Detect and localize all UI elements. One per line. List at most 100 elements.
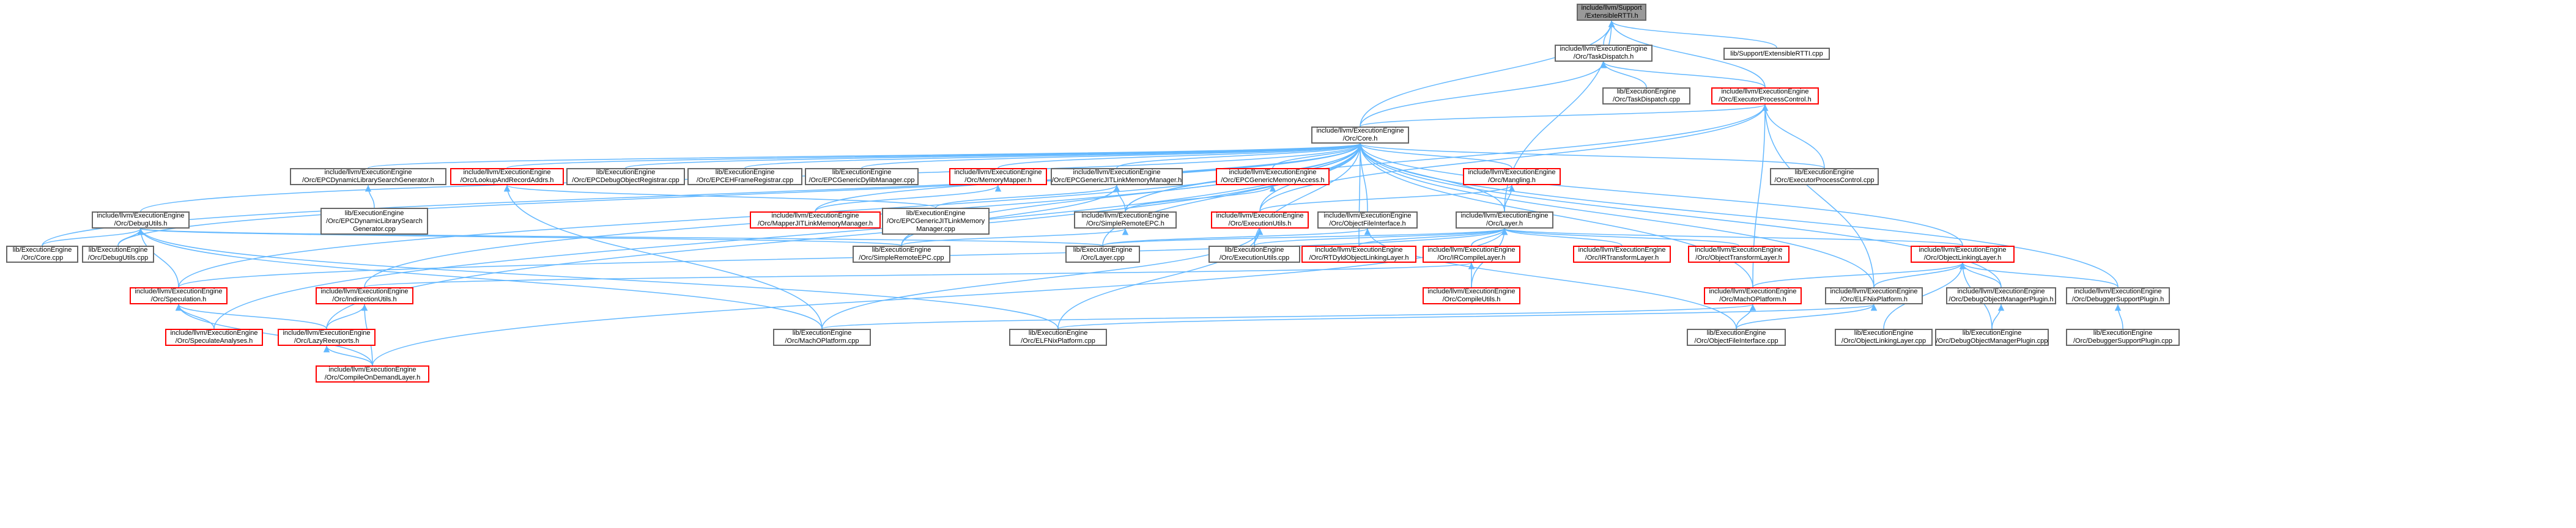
node-label-line: /Orc/MachOPlatform.h [1719,296,1786,303]
node-debugobjreg-cpp[interactable]: lib/ExecutionEngine/Orc/EPCDebugObjectRe… [566,168,685,185]
node-indirection-h[interactable]: include/llvm/ExecutionEngine/Orc/Indirec… [316,287,413,304]
edge-layer-cpp-to-layer-h [1102,228,1508,246]
node-genmemaccess-h[interactable]: include/llvm/ExecutionEngine/Orc/EPCGene… [1216,168,1330,185]
node-label-line: lib/ExecutionEngine [1073,246,1133,254]
node-label-line: include/llvm/ExecutionEngine [1323,212,1412,219]
node-label-line: /Orc/TaskDispatch.cpp [1612,96,1681,103]
node-label-line: lib/ExecutionEngine [1224,246,1284,254]
edge-layer-cpp-to-objfileiface-h [1102,228,1371,246]
node-irtransform-h[interactable]: include/llvm/ExecutionEngine/Orc/IRTrans… [1573,246,1671,263]
node-speculation-h[interactable]: include/llvm/ExecutionEngine/Orc/Specula… [130,287,228,304]
node-memmapper-h[interactable]: include/llvm/ExecutionEngine/Orc/MemoryM… [949,168,1047,185]
node-label-line: /Orc/Layer.cpp [1081,254,1125,262]
node-debugobjmgr-h[interactable]: include/llvm/ExecutionEngine/Orc/DebugOb… [1946,287,2056,304]
node-label-line: /Orc/EPCDynamicLibrarySearch [326,217,423,225]
edge-core-h-to-epc-h [1360,104,1768,127]
node-label-line: lib/ExecutionEngine [1854,329,1914,337]
node-simpleremote-cpp[interactable]: lib/ExecutionEngine/Orc/SimpleRemoteEPC.… [853,246,950,263]
node-dylibmgr-cpp[interactable]: lib/ExecutionEngine/Orc/EPCGenericDylibM… [805,168,919,185]
node-label-line: include/llvm/ExecutionEngine [320,288,409,295]
node-epc-h[interactable]: include/llvm/ExecutionEngine/Orc/Executo… [1711,87,1819,105]
node-label-line: include/llvm/ExecutionEngine [1081,212,1169,219]
node-taskdispatch-h[interactable]: include/llvm/ExecutionEngine/Orc/TaskDis… [1555,45,1653,62]
node-label-line: /Orc/ExecutorProcessControl.h [1719,96,1812,103]
edge-dylibsearch-h-to-core-h [368,143,1363,169]
node-label-line: include/llvm/ExecutionEngine [1315,246,1403,254]
node-ircompile-h[interactable]: include/llvm/ExecutionEngine/Orc/IRCompi… [1423,246,1520,263]
node-speculative-h[interactable]: include/llvm/ExecutionEngine/Orc/Specula… [165,329,263,346]
edge-dylibmgr-cpp-to-core-h [861,143,1363,169]
node-objtransform-h[interactable]: include/llvm/ExecutionEngine/Orc/ObjectT… [1688,246,1790,263]
node-debugobjmgr-cpp[interactable]: lib/ExecutionEngine/Orc/DebugObjectManag… [1935,329,2049,346]
node-label-line: /Orc/EPCDynamicLibrarySearchGenerator.h [302,177,434,184]
node-label-line: lib/ExecutionEngine [906,209,966,217]
node-debuggersupport-h[interactable]: include/llvm/ExecutionEngine/Orc/Debugge… [2066,287,2170,304]
node-executils-cpp[interactable]: lib/ExecutionEngine/Orc/ExecutionUtils.c… [1208,246,1300,263]
node-taskdispatch-cpp[interactable]: lib/ExecutionEngine/Orc/TaskDispatch.cpp [1602,87,1690,105]
edge-elfnix-h-to-core-h [1356,143,1875,288]
edge-speculation-h-to-debugutils-h [137,228,179,288]
node-mangling-h[interactable]: include/llvm/ExecutionEngine/Orc/Manglin… [1463,168,1561,185]
node-label-line: /Orc/ExecutionUtils.h [1228,220,1292,227]
node-label-line: include/llvm/ExecutionEngine [328,366,416,373]
node-macho-cpp[interactable]: lib/ExecutionEngine/Orc/MachOPlatform.cp… [773,329,871,346]
node-compileondemand-h[interactable]: include/llvm/ExecutionEngine/Orc/Compile… [316,365,429,383]
node-lazyreexports-h[interactable]: include/llvm/ExecutionEngine/Orc/LazyRee… [278,329,376,346]
node-executils-h[interactable]: include/llvm/ExecutionEngine/Orc/Executi… [1211,211,1309,229]
node-ehframe-cpp[interactable]: lib/ExecutionEngine/Orc/EPCEHFrameRegist… [687,168,802,185]
node-dylibsearch-h[interactable]: include/llvm/ExecutionEngine/Orc/EPCDyna… [290,168,446,185]
node-debuggersupport-cpp[interactable]: lib/ExecutionEngine/Orc/DebuggerSupportP… [2066,329,2180,346]
node-label-line: /Orc/IRTransformLayer.h [1585,254,1659,262]
node-jitlinkmm-cpp[interactable]: lib/ExecutionEngine/Orc/EPCGenericJITLin… [882,208,990,235]
edge-taskdispatch-h-to-root [1603,20,1615,45]
edge-macho-cpp-to-lookupaddr-h [503,185,823,329]
node-layer-h[interactable]: include/llvm/ExecutionEngine/Orc/Layer.h [1456,211,1553,229]
node-label-line: include/llvm/ExecutionEngine [1468,169,1556,176]
node-objlinking-cpp[interactable]: lib/ExecutionEngine/Orc/ObjectLinkingLay… [1835,329,1933,346]
node-layer-cpp[interactable]: lib/ExecutionEngine/Orc/Layer.cpp [1065,246,1140,263]
node-label-line: lib/ExecutionEngine [596,169,656,176]
node-label-line: lib/ExecutionEngine [1616,88,1676,95]
node-elfnix-h[interactable]: include/llvm/ExecutionEngine/Orc/ELFNixP… [1825,287,1923,304]
node-debugutils-h[interactable]: include/llvm/ExecutionEngine/Orc/DebugUt… [92,211,190,229]
node-core-h[interactable]: include/llvm/ExecutionEngine/Orc/Core.h [1311,127,1409,144]
edge-epc-cpp-to-epc-h [1761,104,1825,169]
edge-debuggersupport-cpp-to-debuggersupport-h [2114,304,2123,329]
node-macho-h[interactable]: include/llvm/ExecutionEngine/Orc/MachOPl… [1704,287,1802,304]
node-label-line: /Orc/EPCGenericMemoryAccess.h [1221,177,1325,184]
node-rtdyld-h[interactable]: include/llvm/ExecutionEngine/Orc/RTDyldO… [1301,246,1416,263]
node-label-line: include/llvm/ExecutionEngine [1216,212,1304,219]
node-objfileiface-h[interactable]: include/llvm/ExecutionEngine/Orc/ObjectF… [1317,211,1418,229]
edge-memmapper-h-to-core-h [997,143,1363,169]
node-core-cpp[interactable]: lib/ExecutionEngine/Orc/Core.cpp [6,246,78,263]
edge-elfnix-cpp-to-elfnix-h [1057,304,1877,329]
edge-jitlinkmm-cpp-to-jitlinkmm-h [935,185,1120,208]
node-compileutils-h[interactable]: include/llvm/ExecutionEngine/Orc/Compile… [1423,287,1520,304]
node-elfnix-cpp[interactable]: lib/ExecutionEngine/Orc/ELFNixPlatform.c… [1009,329,1107,346]
node-objlinking-h[interactable]: include/llvm/ExecutionEngine/Orc/ObjectL… [1911,246,2015,263]
node-jitlinkmm-h[interactable]: include/llvm/ExecutionEngine/Orc/EPCGene… [1051,168,1183,185]
node-epc-cpp[interactable]: lib/ExecutionEngine/Orc/ExecutorProcessC… [1770,168,1879,185]
node-label-line: lib/ExecutionEngine [792,329,852,337]
node-debugutils-cpp[interactable]: lib/ExecutionEngine/Orc/DebugUtils.cpp [82,246,154,263]
node-erttti-cpp[interactable]: lib/Support/ExtensibleRTTI.cpp [1723,48,1830,60]
node-mapperjitlink-h[interactable]: include/llvm/ExecutionEngine/Orc/MapperJ… [750,211,881,229]
node-label-line: Generator.cpp [353,225,396,233]
node-label-line: /Orc/EPCGenericJITLinkMemoryManager.h [1051,177,1182,184]
edge-simpleremote-h-to-jitlinkmm-h [1113,185,1126,212]
node-label-line: /Orc/ObjectFileInterface.cpp [1694,337,1778,345]
node-objfileiface-cpp[interactable]: lib/ExecutionEngine/Orc/ObjectFileInterf… [1687,329,1786,346]
node-label-line: lib/ExecutionEngine [12,246,72,254]
node-root[interactable]: include/llvm/Support/ExtensibleRTTI.h [1577,4,1646,21]
edge-erttti-cpp-to-root [1608,20,1777,48]
node-label-line: include/llvm/ExecutionEngine [1695,246,1783,254]
node-dylibsearch-cpp[interactable]: lib/ExecutionEngine/Orc/EPCDynamicLibrar… [320,208,428,235]
node-label-line: /Orc/MachOPlatform.cpp [785,337,859,345]
node-label-line: /Orc/ObjectFileInterface.h [1329,220,1406,227]
node-label-line: /Orc/ObjectTransformLayer.h [1695,254,1782,262]
node-simpleremote-h[interactable]: include/llvm/ExecutionEngine/Orc/SimpleR… [1074,211,1177,229]
node-label-line: include/llvm/ExecutionEngine [1460,212,1549,219]
edge-speculation-h-to-layer-h [178,228,1508,288]
node-lookupaddr-h[interactable]: include/llvm/ExecutionEngine/Orc/LookupA… [450,168,564,185]
